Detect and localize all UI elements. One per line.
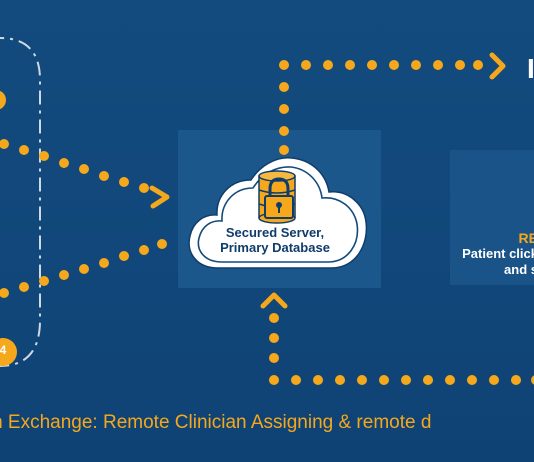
right-panel-line2: and s — [504, 262, 534, 277]
cloud-label-line2: Primary Database — [220, 240, 330, 255]
left-dashed-enclosure — [0, 37, 41, 367]
padlock-icon — [264, 177, 294, 219]
arrowhead-icon — [149, 52, 506, 309]
left-badge-number: 4 — [0, 343, 7, 357]
cloud-label: Secured Server, Primary Database — [190, 225, 360, 255]
right-panel — [450, 150, 534, 285]
cloud-label-line1: Secured Server, — [225, 225, 325, 240]
right-panel-line1: Patient click — [462, 246, 534, 261]
right-panel-label: RE Patient click and s — [462, 230, 534, 278]
dotted-connectors — [0, 60, 534, 385]
left-node-badge — [0, 338, 17, 366]
arrow-up-bottom — [260, 292, 288, 309]
left-node-top — [0, 90, 6, 110]
arrow-right-top — [489, 52, 506, 80]
right-panel-heading: RE — [518, 230, 534, 246]
arrow-into-cloud — [149, 185, 170, 209]
caption-text: tion Exchange: Remote Clinician Assignin… — [0, 412, 432, 433]
right-partial-letter: I — [527, 53, 534, 84]
